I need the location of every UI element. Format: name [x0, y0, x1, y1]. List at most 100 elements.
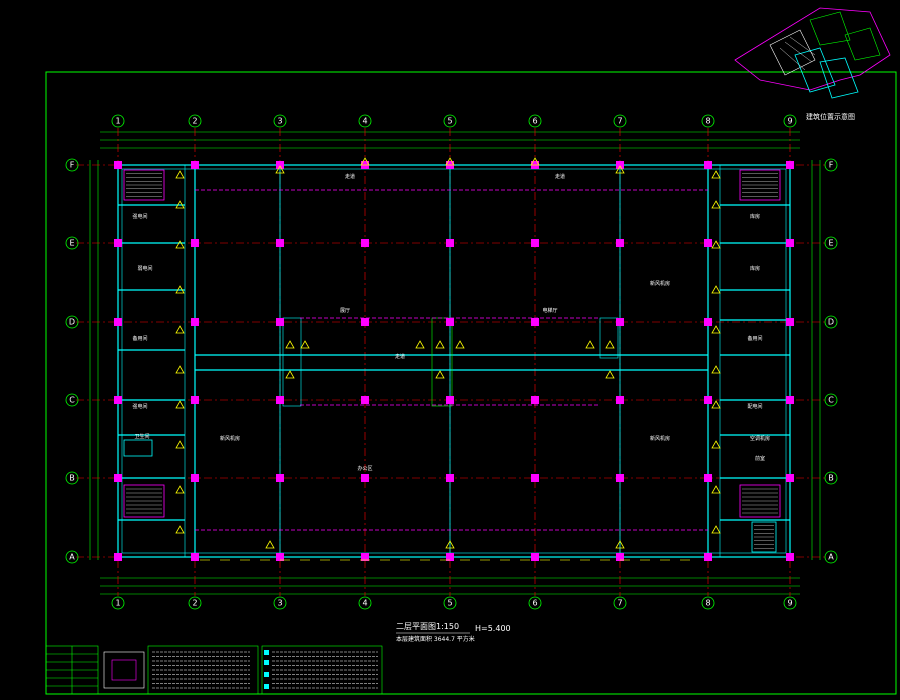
axis-bubble [824, 393, 838, 407]
room-label: 走道 [345, 173, 355, 180]
column [531, 318, 539, 326]
annotation-symbol [175, 200, 185, 209]
room-label: 展厅 [340, 308, 350, 314]
annotation-symbol [360, 157, 370, 166]
axis-bubble [65, 236, 79, 250]
column [276, 474, 284, 482]
room-label: 卫生间 [134, 433, 149, 440]
column [446, 474, 454, 482]
column [114, 239, 122, 247]
axis-label: 5 [447, 599, 452, 608]
column [361, 474, 369, 482]
column [786, 396, 794, 404]
axis-bubble [701, 596, 715, 610]
annotation-symbol [175, 285, 185, 294]
column [361, 396, 369, 404]
column [191, 239, 199, 247]
axis-bubble [111, 114, 125, 128]
annotation-symbol [711, 400, 721, 409]
annotation-symbol [711, 285, 721, 294]
room-label: 走道 [555, 173, 565, 180]
annotation-symbol [175, 485, 185, 494]
walls [117, 164, 791, 558]
axis-bubble [65, 158, 79, 172]
annotation-symbol [615, 540, 625, 549]
room-label: 强电间 [132, 213, 147, 220]
axis-label: 7 [617, 117, 622, 126]
column [616, 161, 624, 169]
room-label: 库房 [750, 265, 760, 272]
axis-bubble [824, 550, 838, 564]
axis-bubble [111, 596, 125, 610]
annotation-symbol [445, 157, 455, 166]
dimension-lines [89, 131, 821, 595]
room-labels: 办公区 走道 走道 强电间 弱电间 备用间 强电间 卫生间 库房 库房 备用间 … [132, 173, 770, 472]
column [786, 318, 794, 326]
axis-label: 9 [787, 117, 792, 126]
column [446, 318, 454, 326]
axis-bubble [701, 114, 715, 128]
room-label: 新风机房 [220, 435, 240, 442]
axis-label: 8 [705, 117, 710, 126]
axis-label: F [70, 161, 75, 170]
axis-label: 3 [277, 117, 282, 126]
axis-label: B [828, 474, 834, 483]
stair-treads [126, 173, 778, 549]
annotation-symbol [615, 165, 625, 174]
axis-label: F [829, 161, 834, 170]
annotation-symbol [175, 440, 185, 449]
axis-label: 7 [617, 599, 622, 608]
column [616, 318, 624, 326]
annotation-symbol [711, 365, 721, 374]
axis-label: 5 [447, 117, 452, 126]
room-label: 办公区 [357, 465, 372, 472]
annotation-symbol [445, 540, 455, 549]
room-label: 强电间 [132, 403, 147, 410]
annotation-symbol [711, 485, 721, 494]
column [786, 239, 794, 247]
room-label: 备用间 [132, 335, 147, 342]
column [704, 396, 712, 404]
axis-label: D [828, 318, 834, 327]
axis-bubble [65, 315, 79, 329]
axis-bubble [273, 596, 287, 610]
axis-label: E [69, 239, 74, 248]
legend-swatch [264, 650, 269, 655]
legend-swatch [264, 660, 269, 665]
axis-bubble [613, 114, 627, 128]
annotation-symbol [285, 370, 295, 379]
annotation-symbol [415, 340, 425, 349]
column [786, 161, 794, 169]
column [531, 396, 539, 404]
column [361, 553, 369, 561]
room-label: 配电间 [747, 403, 762, 410]
annotation-symbol [711, 325, 721, 334]
axis-bubble [824, 236, 838, 250]
room-label: 空调机房 [750, 435, 770, 442]
axis-bubble [188, 114, 202, 128]
annotation-symbol [711, 200, 721, 209]
drawing-elevation: H=5.400 [475, 624, 511, 633]
column [786, 474, 794, 482]
axis-bubble [824, 471, 838, 485]
annotation-symbol [175, 325, 185, 334]
column [276, 396, 284, 404]
room-label: 新风机房 [650, 435, 670, 442]
annotation-symbol [711, 170, 721, 179]
column [276, 553, 284, 561]
axis-label: 3 [277, 599, 282, 608]
axis-label: 6 [532, 599, 537, 608]
axis-bubble [528, 596, 542, 610]
column [361, 318, 369, 326]
column [191, 474, 199, 482]
column [114, 161, 122, 169]
drawing-title: 二层平面图 [396, 622, 436, 631]
drawing-frame [45, 71, 897, 695]
axis-label: B [69, 474, 75, 483]
structural-columns [114, 161, 794, 561]
axis-bubble [273, 114, 287, 128]
column [531, 239, 539, 247]
annotation-symbol [175, 240, 185, 249]
